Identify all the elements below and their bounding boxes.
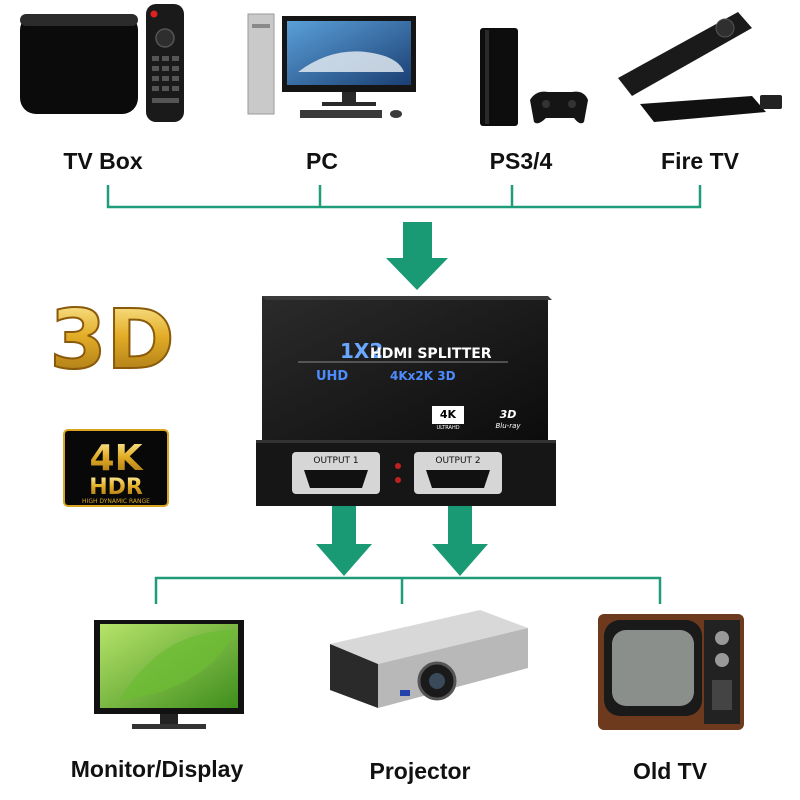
source-label-fire-tv: Fire TV — [661, 148, 739, 174]
svg-text:4Kx2K 3D: 4Kx2K 3D — [390, 369, 456, 383]
dest-label-monitor: Monitor/Display — [70, 756, 244, 782]
source-label-pc: PC — [306, 148, 338, 174]
output-2-port: OUTPUT 2 — [414, 452, 502, 494]
output-2-arrow — [432, 506, 488, 576]
svg-text:HDMI SPLITTER: HDMI SPLITTER — [370, 346, 492, 362]
led-indicator-1 — [395, 463, 401, 469]
4k-hdr-badge: 4K HDR HIGH DYNAMIC RANGE — [63, 429, 169, 507]
output-connector-lines — [154, 576, 662, 604]
tv-box-icon — [20, 4, 184, 122]
desktop-pc-icon — [247, 13, 416, 118]
svg-text:4K: 4K — [90, 438, 144, 479]
svg-text:ULTRAHD: ULTRAHD — [436, 425, 459, 431]
projector-icon — [330, 610, 528, 708]
game-console-icon — [480, 28, 588, 126]
dest-label-projector: Projector — [369, 758, 471, 784]
input-connector-lines — [106, 185, 702, 209]
svg-text:1X2: 1X2 — [340, 339, 383, 363]
dest-label-old-tv: Old TV — [632, 758, 708, 784]
output-1-port: OUTPUT 1 — [292, 452, 380, 494]
svg-text:UHD: UHD — [316, 369, 348, 384]
crt-tv-icon — [598, 614, 744, 730]
monitor-icon — [94, 620, 244, 729]
svg-text:HDR: HDR — [89, 475, 143, 500]
svg-text:Blu-ray: Blu-ray — [495, 422, 521, 430]
input-arrow — [386, 222, 448, 290]
svg-text:3D: 3D — [500, 408, 517, 421]
svg-text:4K: 4K — [440, 408, 457, 421]
fire-tv-stick-icon — [618, 12, 782, 122]
led-indicator-2 — [395, 477, 401, 483]
hdmi-splitter-device: 1X2 HDMI SPLITTER UHD 4Kx2K 3D 4K ULTRAH… — [256, 296, 556, 506]
svg-text:HIGH DYNAMIC RANGE: HIGH DYNAMIC RANGE — [82, 498, 150, 505]
output-1-arrow — [316, 506, 372, 576]
svg-text:OUTPUT 2: OUTPUT 2 — [435, 456, 480, 466]
3d-badge: 3D — [48, 292, 175, 389]
source-label-ps: PS3/4 — [489, 148, 553, 174]
svg-text:OUTPUT 1: OUTPUT 1 — [313, 456, 358, 466]
source-label-tv-box: TV Box — [63, 148, 143, 174]
svg-text:3D: 3D — [49, 293, 174, 388]
